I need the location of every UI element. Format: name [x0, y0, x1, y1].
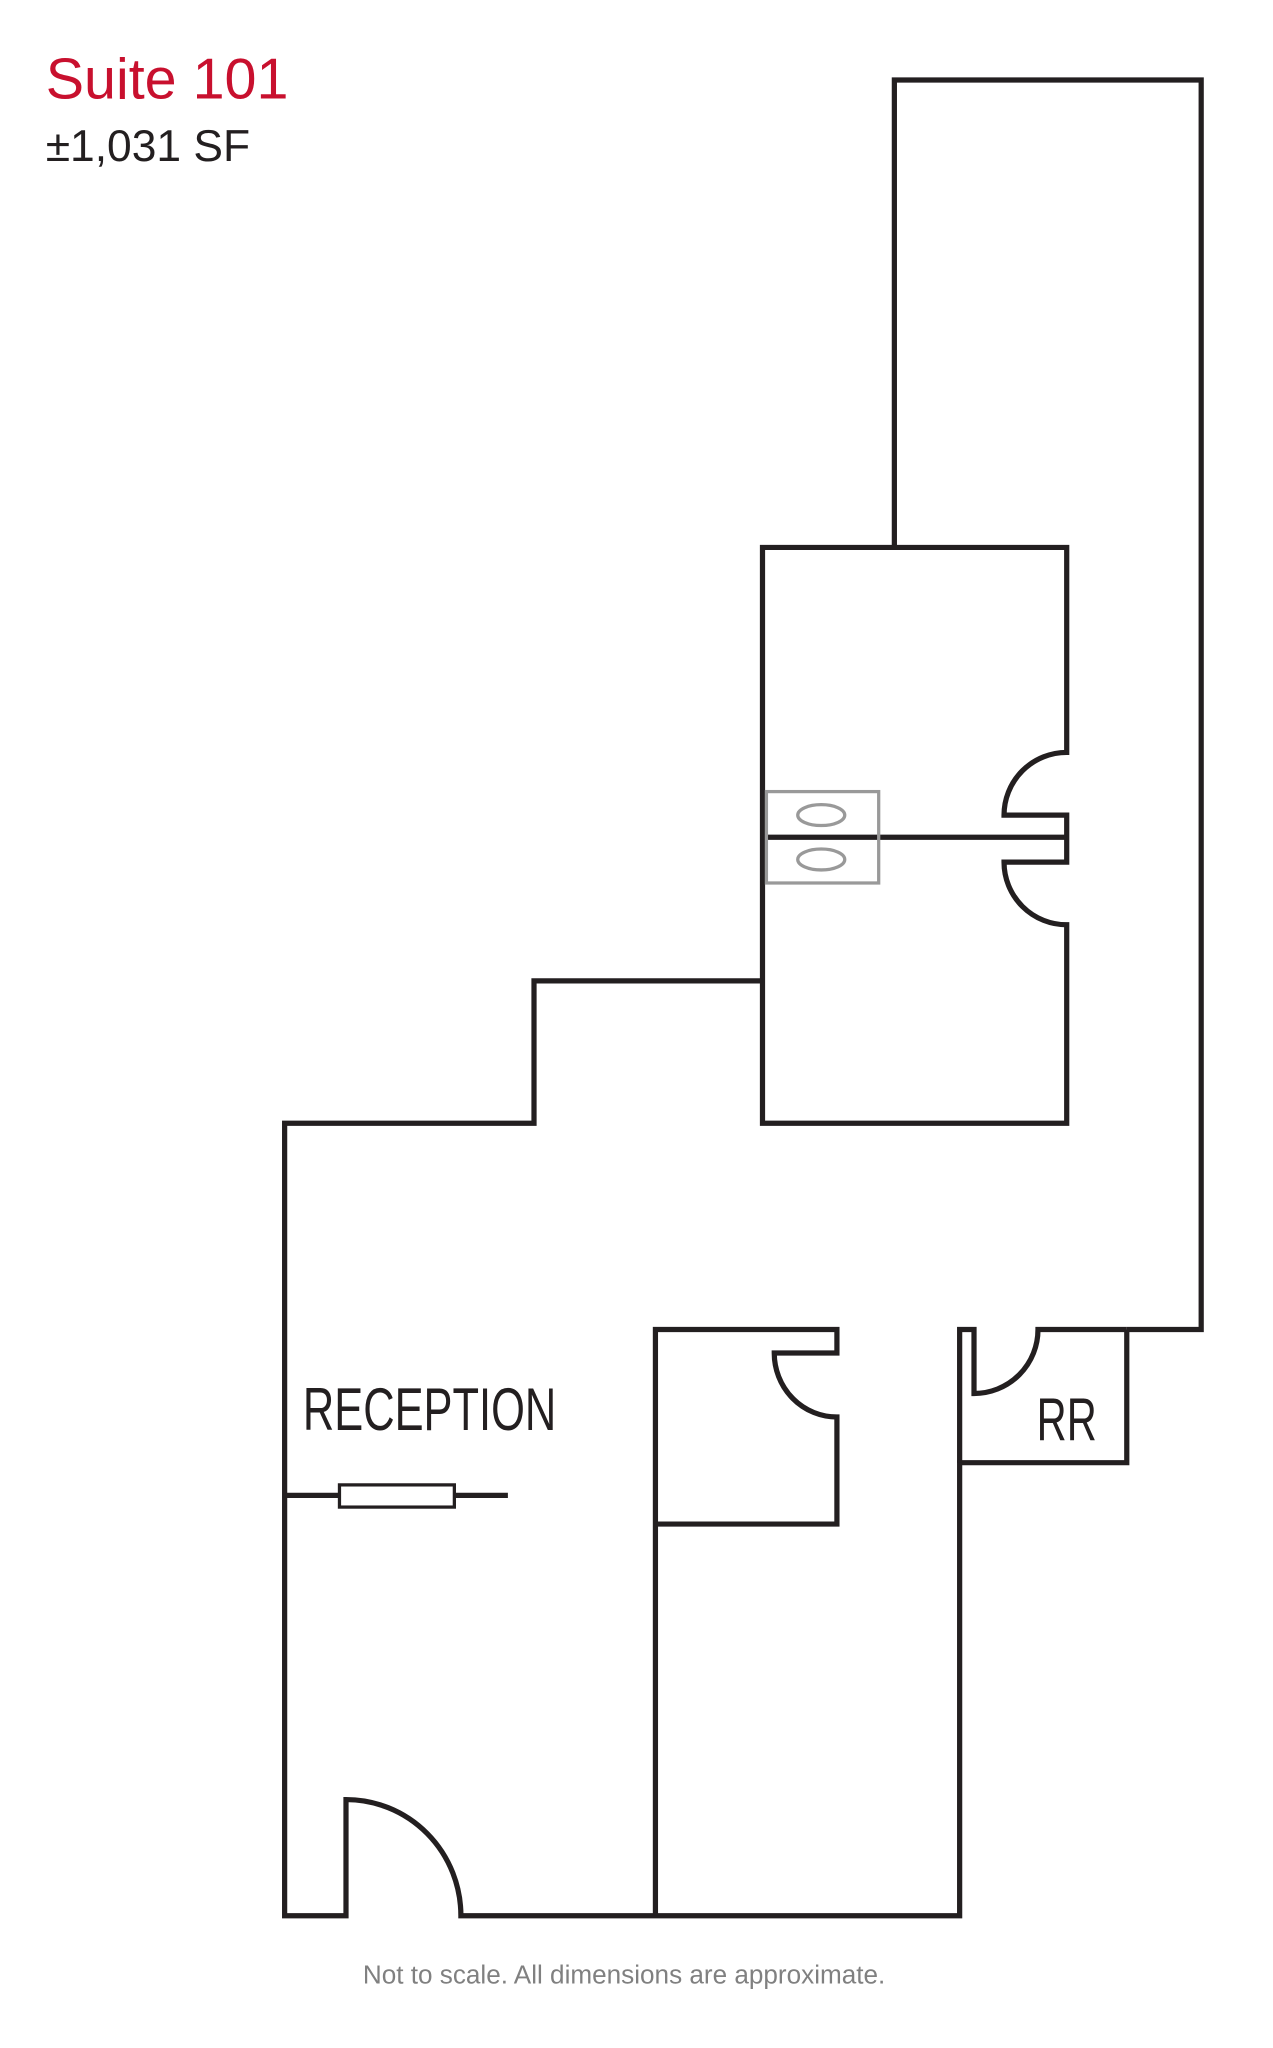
restroom-label: RR — [1037, 1386, 1097, 1453]
sink-icon — [796, 847, 847, 872]
suite-title: Suite 101 — [46, 47, 289, 111]
restroom-block — [759, 544, 1070, 1126]
rr-door — [957, 1326, 1127, 1463]
suite-area: ±1,031 SF — [46, 122, 250, 171]
reception-label: RECEPTION — [303, 1376, 556, 1443]
main-outline — [282, 978, 1130, 1919]
sink-icon — [796, 803, 847, 828]
office-wall — [652, 1326, 840, 1916]
sink-counter — [764, 789, 881, 885]
scale-disclaimer: Not to scale. All dimensions are approxi… — [363, 1960, 885, 1990]
rear-room-wall — [891, 77, 1204, 1333]
reception-counter — [284, 1483, 508, 1509]
